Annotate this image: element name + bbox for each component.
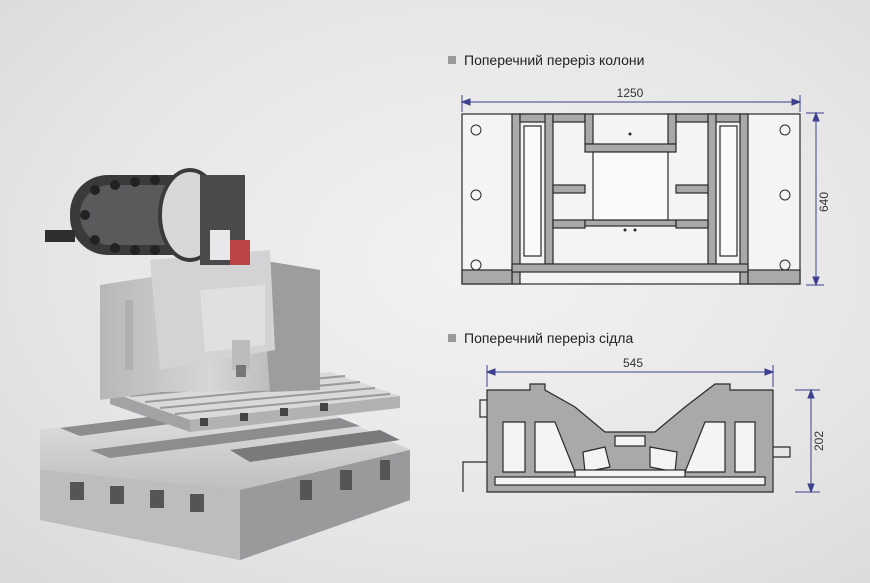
saddle-height-dimension xyxy=(795,388,820,494)
machining-center-illustration xyxy=(40,168,410,560)
saddle-section-title: Поперечний переріз сідла xyxy=(448,330,633,346)
bullet-icon xyxy=(448,56,456,64)
spindle-head xyxy=(150,250,275,377)
bullet-icon xyxy=(448,334,456,342)
saddle-rail-hooks xyxy=(462,399,791,492)
column-bolt-holes xyxy=(470,124,791,271)
column-section-outline xyxy=(461,113,801,285)
column-height-dimension xyxy=(806,111,824,287)
column-height-label: 640 xyxy=(817,192,831,212)
column-section-title-text: Поперечний переріз колони xyxy=(464,52,645,68)
column-width-dimension xyxy=(460,95,802,112)
column-section-title: Поперечний переріз колони xyxy=(448,52,644,68)
saddle-height-label: 202 xyxy=(812,431,826,451)
saddle-section-outline xyxy=(486,383,774,493)
saddle-section-title-text: Поперечний переріз сідла xyxy=(464,330,634,346)
saddle-cross-section-drawing: 545 202 xyxy=(462,356,826,494)
column-width-label: 1250 xyxy=(617,86,644,100)
tool-magazine xyxy=(45,168,250,265)
saddle-width-label: 545 xyxy=(623,356,643,370)
column-cross-section-drawing: 1250 640 xyxy=(460,86,831,287)
saddle-width-dimension xyxy=(485,365,775,387)
column-center-marks xyxy=(623,132,637,232)
